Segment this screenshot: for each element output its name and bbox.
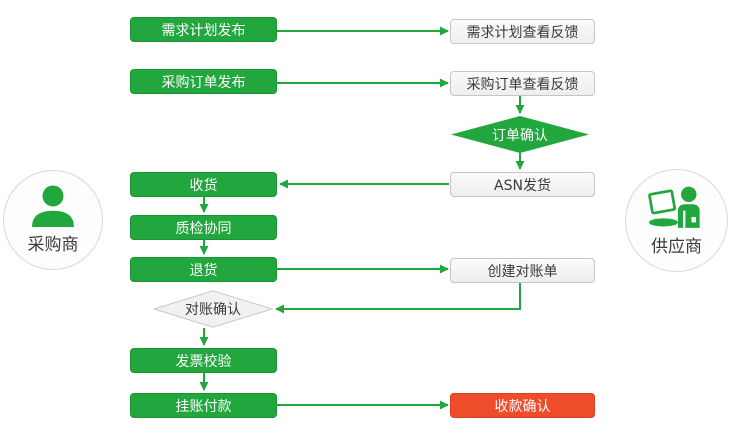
node-book-payment: 挂账付款 bbox=[130, 393, 277, 418]
actor-label: 采购商 bbox=[27, 235, 79, 255]
node-label: 采购订单发布 bbox=[161, 74, 246, 91]
node-receipt-confirm: 收款确认 bbox=[450, 393, 595, 418]
person-icon bbox=[32, 185, 74, 227]
node-label: 需求计划发布 bbox=[161, 22, 246, 39]
actor-buyer: 采购商 bbox=[3, 170, 103, 270]
node-label: 需求计划查看反馈 bbox=[466, 24, 579, 41]
node-receive-goods: 收货 bbox=[130, 172, 277, 197]
node-asn-ship: ASN发货 bbox=[450, 172, 595, 197]
node-label: 退货 bbox=[189, 262, 218, 279]
laptop-user-icon bbox=[647, 186, 700, 228]
node-label: 发票校验 bbox=[175, 353, 232, 370]
node-label: 质检协同 bbox=[175, 220, 232, 237]
node-label: 订单确认 bbox=[492, 127, 548, 144]
node-invoice-check: 发票校验 bbox=[130, 348, 277, 373]
node-label: 挂账付款 bbox=[175, 398, 232, 415]
diamond-shape bbox=[451, 116, 589, 153]
actor-supplier: 供应商 bbox=[625, 169, 728, 272]
node-label: 收款确认 bbox=[494, 398, 551, 415]
node-order-confirm-decision: 订单确认 bbox=[451, 116, 589, 153]
node-label: ASN发货 bbox=[494, 177, 551, 194]
node-create-statement: 创建对账单 bbox=[450, 258, 595, 283]
diamond-shape bbox=[153, 290, 273, 328]
actor-label: 供应商 bbox=[651, 236, 702, 257]
node-label: 创建对账单 bbox=[487, 263, 558, 280]
node-label: 采购订单查看反馈 bbox=[466, 76, 579, 93]
node-demand-plan-publish: 需求计划发布 bbox=[130, 17, 277, 42]
connector-statement-to-recon-confirm bbox=[275, 283, 521, 314]
node-return-goods: 退货 bbox=[130, 257, 277, 282]
node-label: 对账确认 bbox=[185, 302, 241, 318]
node-quality-check: 质检协同 bbox=[130, 215, 277, 240]
node-po-feedback: 采购订单查看反馈 bbox=[450, 71, 595, 96]
node-po-publish: 采购订单发布 bbox=[130, 69, 277, 94]
node-label: 收货 bbox=[189, 177, 218, 194]
node-demand-plan-feedback: 需求计划查看反馈 bbox=[450, 19, 595, 44]
node-recon-confirm-decision: 对账确认 bbox=[153, 290, 273, 328]
